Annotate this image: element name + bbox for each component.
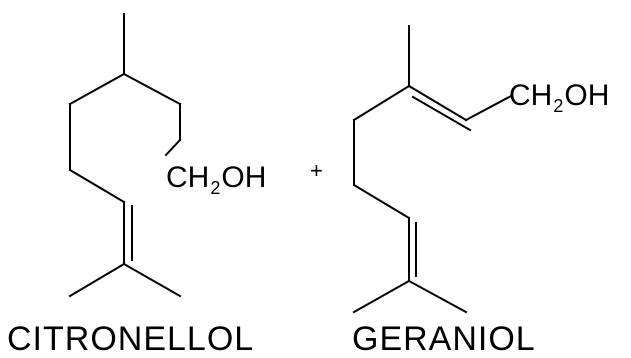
citronellol-structure (68, 13, 182, 298)
geraniol-double-bond-b (411, 95, 472, 132)
citronellol-bond-upper-right (122, 72, 182, 106)
citronellol-name-label: CITRONELLOL (7, 320, 254, 358)
citronellol-right-terminal-methyl (122, 262, 182, 298)
geraniol-ch2oh-label: CH2OH (509, 79, 609, 116)
geraniol-left-terminal-methyl (352, 279, 411, 314)
citronellol-bond-upper-left (68, 72, 126, 106)
geraniol-structure (352, 25, 513, 314)
citronellol-bond-to-ch2oh (164, 138, 182, 157)
geraniol-bond-to-lower-alkene (352, 183, 411, 220)
geraniol-bond-upper-left (352, 84, 411, 122)
geraniol-right-terminal-methyl (407, 279, 468, 314)
plus-sign: + (310, 158, 323, 183)
geraniol-name-label: GERANIOL (352, 320, 536, 358)
citronellol-ch2oh-label: CH2OH (166, 161, 266, 198)
citronellol-left-terminal-methyl (68, 262, 126, 298)
geraniol-bond-to-ch2oh (464, 94, 513, 122)
geraniol-double-bond-a (407, 84, 468, 122)
citronellol-bond-to-alkene (68, 168, 126, 204)
